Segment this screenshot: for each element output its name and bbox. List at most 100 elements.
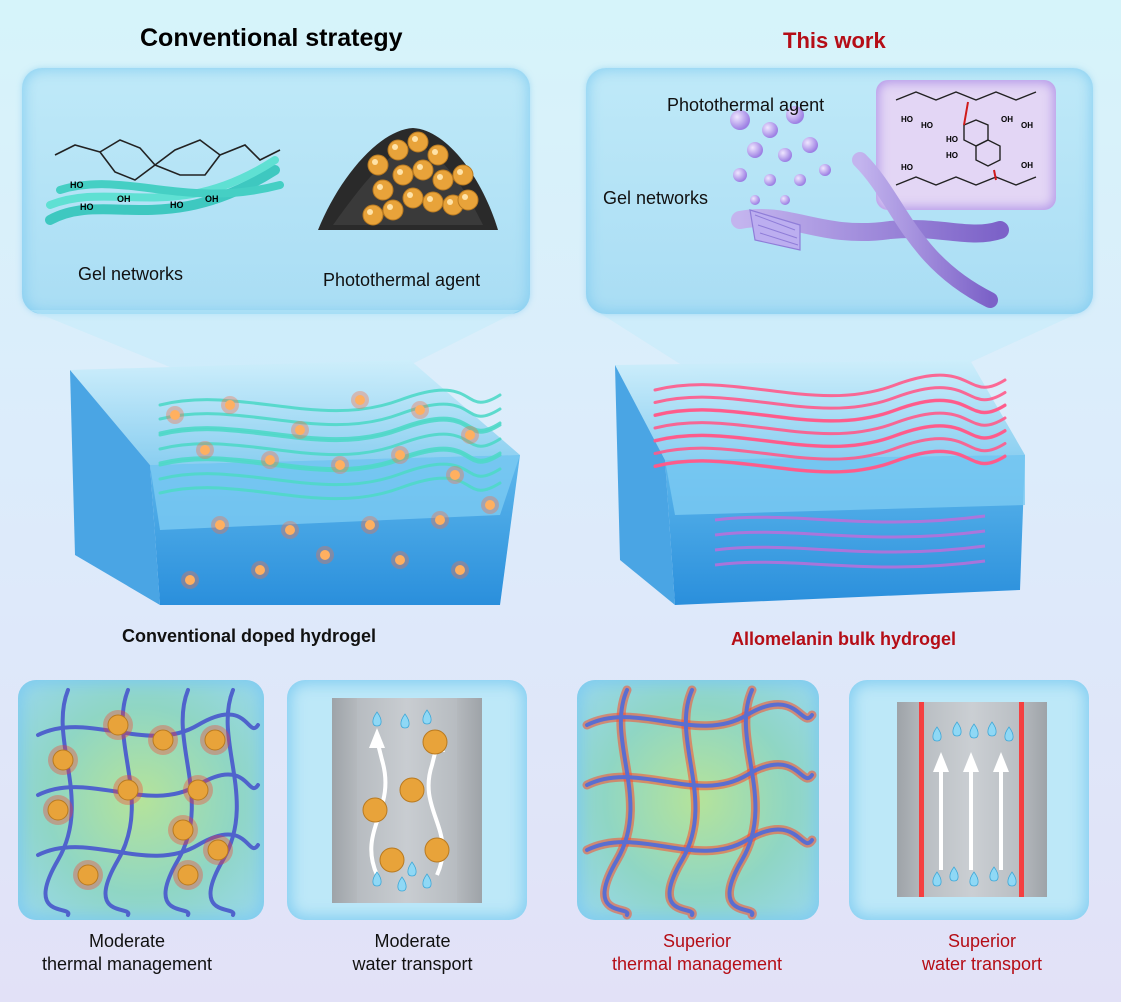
caption-line: Superior xyxy=(662,931,732,951)
photothermal-dot xyxy=(265,455,275,465)
photothermal-dot xyxy=(365,520,375,530)
water-drop xyxy=(1007,871,1017,887)
water-drop xyxy=(372,711,382,727)
gel-fiber xyxy=(158,416,502,441)
gold-particle xyxy=(362,797,388,823)
photothermal-dot xyxy=(320,550,330,560)
photothermal-dot xyxy=(415,405,425,415)
photothermal-dot xyxy=(455,565,465,575)
purple-particle xyxy=(747,142,763,158)
photothermal-dot xyxy=(225,400,235,410)
photothermal-dot xyxy=(285,525,295,535)
gold-particle xyxy=(452,164,474,186)
gold-particle xyxy=(77,864,99,886)
gold-particle-highlight xyxy=(457,169,463,175)
water-drop xyxy=(989,866,999,882)
water-drop xyxy=(932,871,942,887)
gold-particle-highlight xyxy=(397,169,403,175)
purple-particle xyxy=(780,195,790,205)
gold-particle xyxy=(52,749,74,771)
gel-fiber xyxy=(158,432,502,457)
gel-fiber xyxy=(714,544,986,554)
right-title: This work xyxy=(783,28,886,53)
gold-particle xyxy=(372,179,394,201)
photothermal-dot xyxy=(395,555,405,565)
purple-particle xyxy=(730,110,750,130)
gold-particle xyxy=(407,131,429,153)
photothermal-dot xyxy=(435,515,445,525)
water-drop xyxy=(949,866,959,882)
gold-particle xyxy=(399,777,425,803)
photothermal-agent-powder-icon xyxy=(318,128,498,230)
water-drop xyxy=(969,723,979,739)
gold-particle xyxy=(107,714,129,736)
gel-fiber xyxy=(653,386,1007,410)
gold-particle-highlight xyxy=(417,164,423,170)
caption-line: Moderate xyxy=(374,931,451,951)
gold-particle-highlight xyxy=(407,192,413,198)
gel-fiber xyxy=(714,559,986,569)
chem-label: OH xyxy=(1001,115,1013,124)
purple-particle xyxy=(733,168,747,182)
gold-particle xyxy=(457,189,479,211)
photothermal-dot xyxy=(185,575,195,585)
photothermal-dot xyxy=(450,470,460,480)
gold-particle xyxy=(187,779,209,801)
allomelanin-fiber-icon xyxy=(730,106,1009,308)
gel-fiber xyxy=(158,448,502,473)
gold-particle xyxy=(177,864,199,886)
purple-particle xyxy=(778,148,792,162)
conventional-hydrogel-label: Conventional doped hydrogel xyxy=(122,626,377,646)
water-drop xyxy=(952,721,962,737)
purple-particle xyxy=(786,106,804,124)
photothermal-dot xyxy=(215,520,225,530)
gold-particle xyxy=(402,187,424,209)
gold-particle xyxy=(367,154,389,176)
gold-particle xyxy=(207,839,229,861)
gel-fiber xyxy=(158,446,502,471)
gold-particle xyxy=(152,729,174,751)
caption-line: thermal management xyxy=(41,954,213,974)
purple-particle xyxy=(762,122,778,138)
chem-label: OH xyxy=(1021,161,1033,170)
gold-particle-highlight xyxy=(377,184,383,190)
allomelanin-structure-inset xyxy=(876,80,1056,210)
network-strand xyxy=(667,688,698,917)
chem-label: HO xyxy=(901,115,913,124)
purple-particle xyxy=(750,195,760,205)
gold-particle-highlight xyxy=(387,204,393,210)
gel-fiber xyxy=(653,373,1007,398)
gel-network-molecule-icon: HO HO OH HO OH xyxy=(45,139,284,225)
gold-particle xyxy=(422,729,448,755)
purple-particle xyxy=(819,164,831,176)
water-drop xyxy=(422,873,432,889)
water-drop xyxy=(932,726,942,742)
network-strand xyxy=(602,688,633,917)
water-drop xyxy=(400,713,410,729)
gold-particle-highlight xyxy=(437,174,443,180)
conventional-doped-hydrogel-block xyxy=(70,360,520,605)
gold-particle-highlight xyxy=(427,196,433,202)
photothermal-agent-label: Photothermal agent xyxy=(323,270,481,290)
gel-fiber xyxy=(158,476,502,501)
gold-particle-highlight xyxy=(392,144,398,150)
gel-fiber xyxy=(653,411,1007,436)
water-drop xyxy=(422,709,432,725)
gold-particle-highlight xyxy=(432,149,438,155)
photothermal-dot xyxy=(355,395,365,405)
gold-particle xyxy=(117,779,139,801)
gold-particle xyxy=(422,191,444,213)
gold-particle-highlight xyxy=(412,136,418,142)
photothermal-dot xyxy=(295,425,305,435)
chem-label: HO xyxy=(921,121,933,130)
network-strand xyxy=(585,762,814,788)
chem-label: HO xyxy=(70,180,84,190)
chem-label: HO xyxy=(901,163,913,172)
water-drop xyxy=(372,871,382,887)
caption-line: Moderate xyxy=(88,931,166,951)
network-strand xyxy=(727,688,758,917)
photothermal-dot xyxy=(200,445,210,455)
chem-label: HO xyxy=(946,151,958,160)
gel-fiber xyxy=(714,514,986,524)
gold-particle xyxy=(427,144,449,166)
